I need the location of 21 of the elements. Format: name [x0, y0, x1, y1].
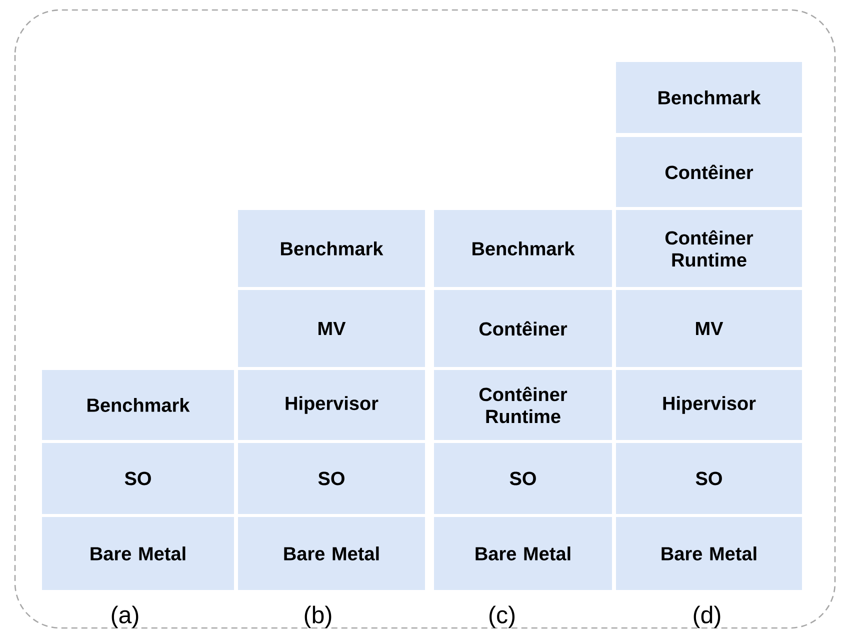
layer-box: Bare Metal: [42, 516, 234, 590]
layer-box: Contêiner Runtime: [616, 210, 802, 287]
layer-box: Bare Metal: [434, 516, 612, 590]
layer-box: Hipervisor: [616, 370, 802, 440]
layer-box: MV: [616, 290, 802, 367]
layer-box: Benchmark: [434, 210, 612, 287]
layer-box: Contêiner Runtime: [434, 370, 612, 440]
layer-box: Benchmark: [616, 62, 802, 133]
layer-box: Bare Metal: [616, 516, 802, 590]
layer-box: Hipervisor: [238, 370, 425, 440]
layer-box: Benchmark: [42, 370, 234, 440]
layer-box: Contêiner: [616, 137, 802, 207]
layer-box: Contêiner: [434, 290, 612, 367]
layer-box: SO: [616, 442, 802, 514]
layer-box: SO: [434, 442, 612, 514]
layer-box: Benchmark: [238, 210, 425, 287]
column-label: (c): [490, 606, 515, 628]
layer-box: SO: [42, 442, 234, 514]
layer-box: SO: [238, 442, 425, 514]
layer-box: Bare Metal: [238, 516, 425, 590]
layer-box: MV: [238, 290, 425, 367]
